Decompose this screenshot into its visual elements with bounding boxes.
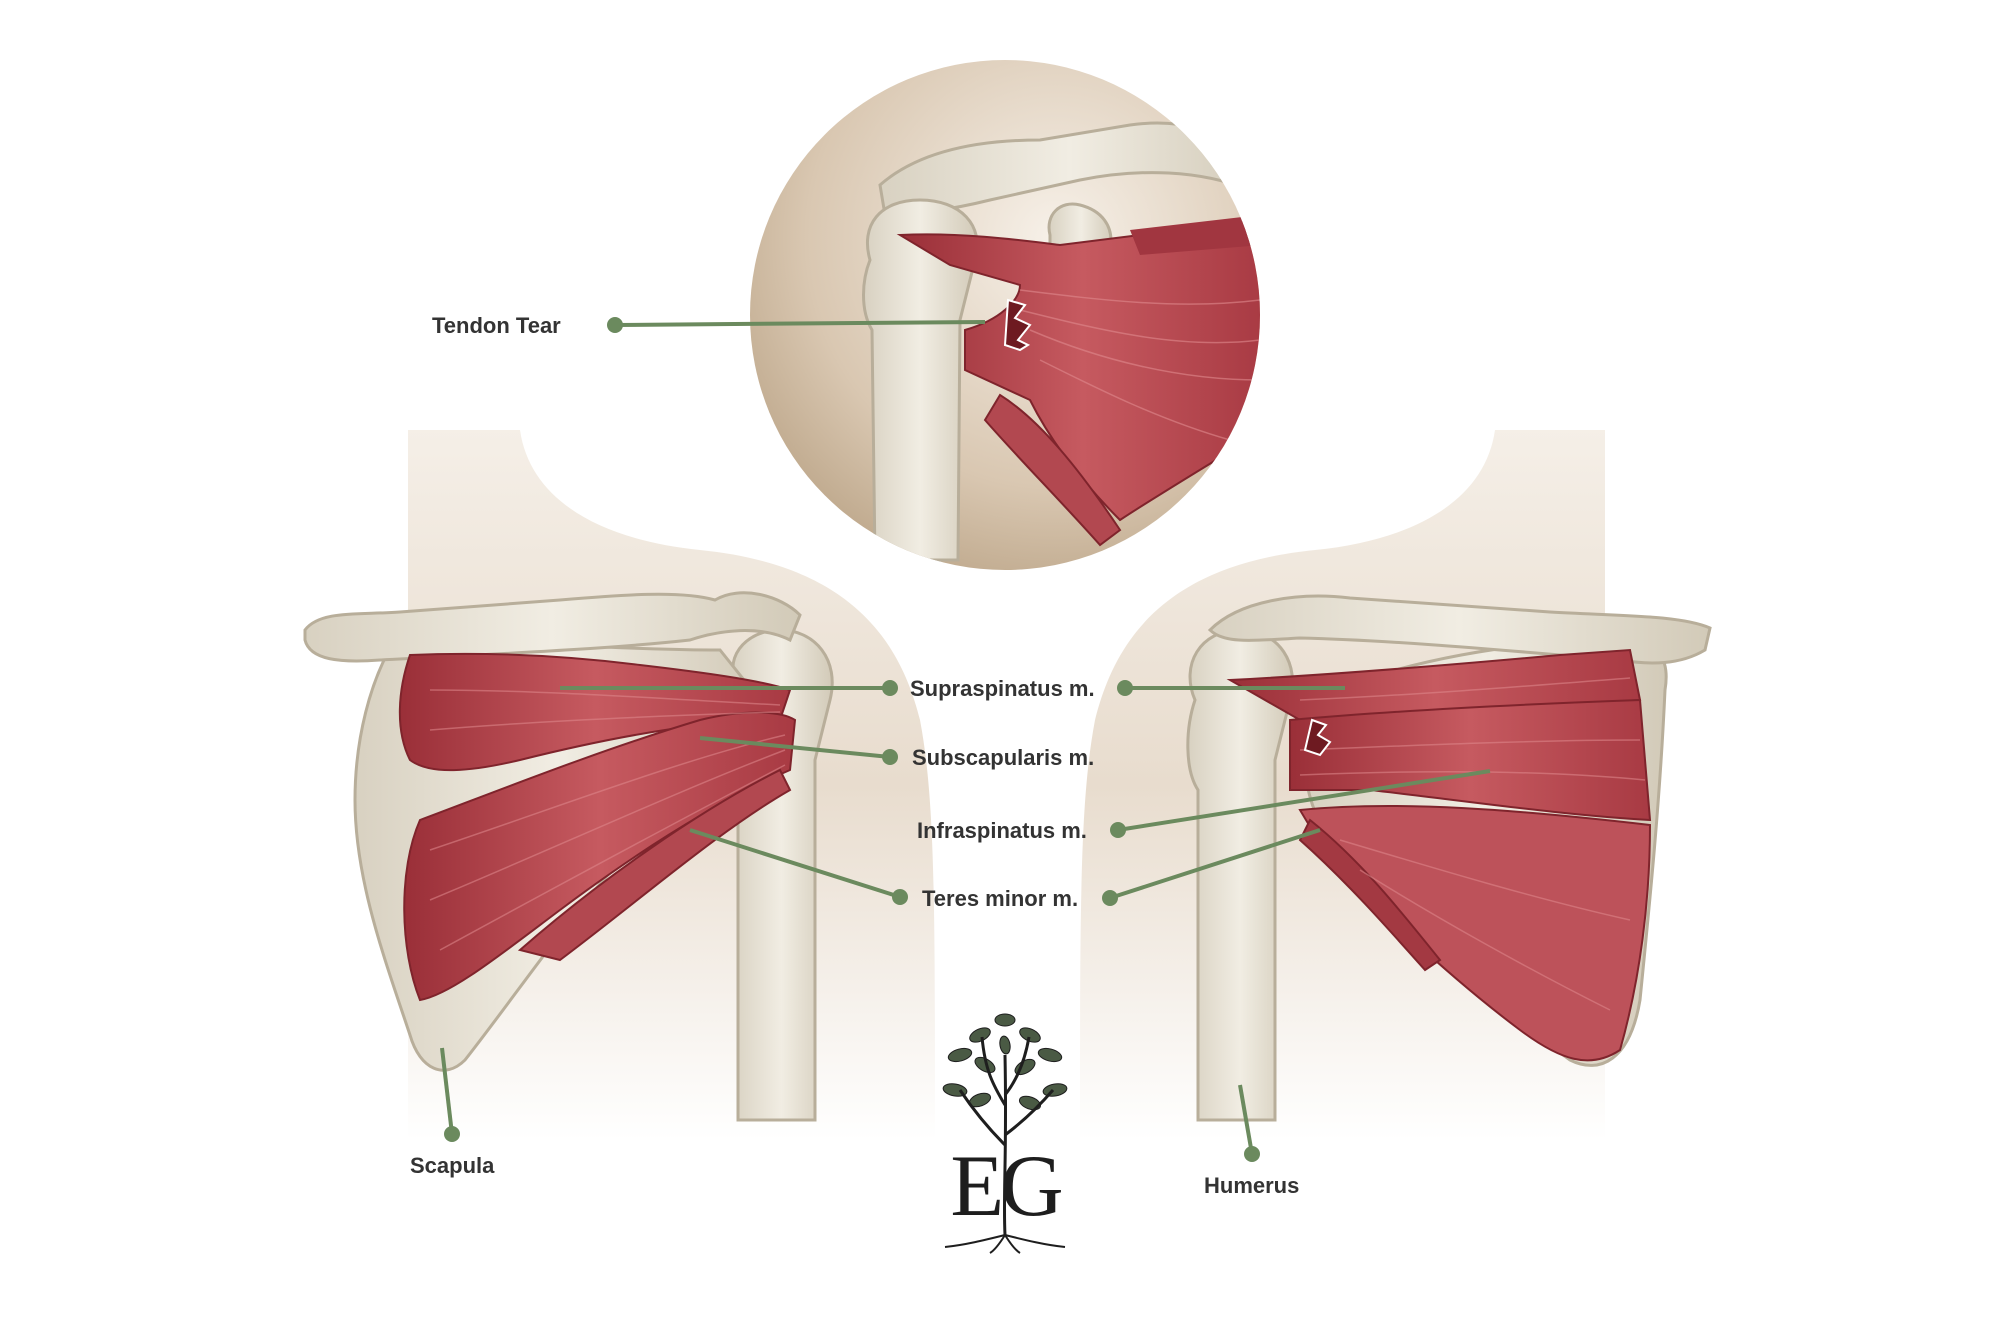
left-shoulder-anterior-view — [303, 430, 935, 1140]
muscle-fibers-detail — [1019, 289, 1260, 441]
leader-dot — [882, 680, 898, 696]
logo-text: EG — [950, 1138, 1063, 1235]
leader-dot — [1102, 890, 1118, 906]
tree-logo-icon — [942, 1013, 1068, 1254]
tendon-tear-mark — [1003, 298, 1032, 352]
label-teres-minor: Teres minor m. — [922, 886, 1079, 911]
leader-line-humerus — [1238, 1084, 1254, 1155]
clavicle-detail — [878, 121, 1260, 217]
leader-dot — [1244, 1146, 1260, 1162]
magnified-view — [750, 60, 1260, 570]
left-muscle-fibers — [429, 689, 786, 951]
right-shoulder-posterior-view — [1080, 430, 1712, 1140]
leader-dot — [1110, 822, 1126, 838]
leader-line-subscapularis — [699, 736, 891, 759]
upper-muscle-band-detail — [1130, 215, 1260, 255]
tree-logo: EG — [925, 995, 1085, 1255]
right-clavicle — [1207, 594, 1712, 665]
leader-line-tendon-tear — [614, 320, 986, 327]
label-scapula: Scapula — [410, 1153, 495, 1178]
leader-line-scapula — [440, 1047, 454, 1135]
leader-dot — [607, 317, 623, 333]
right-lower-muscle-strip — [1298, 818, 1442, 972]
leader-dots — [444, 317, 1260, 1162]
right-tendon-tear-mark — [1303, 718, 1332, 757]
leader-dot — [1117, 680, 1133, 696]
label-infraspinatus: Infraspinatus m. — [917, 818, 1087, 843]
leader-dot — [882, 749, 898, 765]
leader-lines — [440, 320, 1491, 1155]
rotator-cuff-muscle-detail — [896, 218, 1260, 522]
leader-line-teres-minor-right — [1109, 828, 1321, 900]
leader-line-infraspinatus — [1117, 769, 1491, 832]
label-humerus: Humerus — [1204, 1173, 1300, 1198]
label-subscapularis: Subscapularis m. — [912, 745, 1095, 770]
leader-dot — [892, 889, 908, 905]
leader-line-teres-minor-left — [689, 828, 901, 899]
right-humerus — [1186, 628, 1295, 1122]
label-supraspinatus: Supraspinatus m. — [910, 676, 1095, 701]
humerus-detail — [862, 198, 979, 562]
left-teres-minor-muscle — [517, 768, 792, 962]
label-tendon-tear: Tendon Tear — [432, 313, 561, 338]
left-clavicle — [303, 591, 802, 663]
teres-minor-detail — [983, 393, 1122, 547]
leader-dot — [444, 1126, 460, 1142]
